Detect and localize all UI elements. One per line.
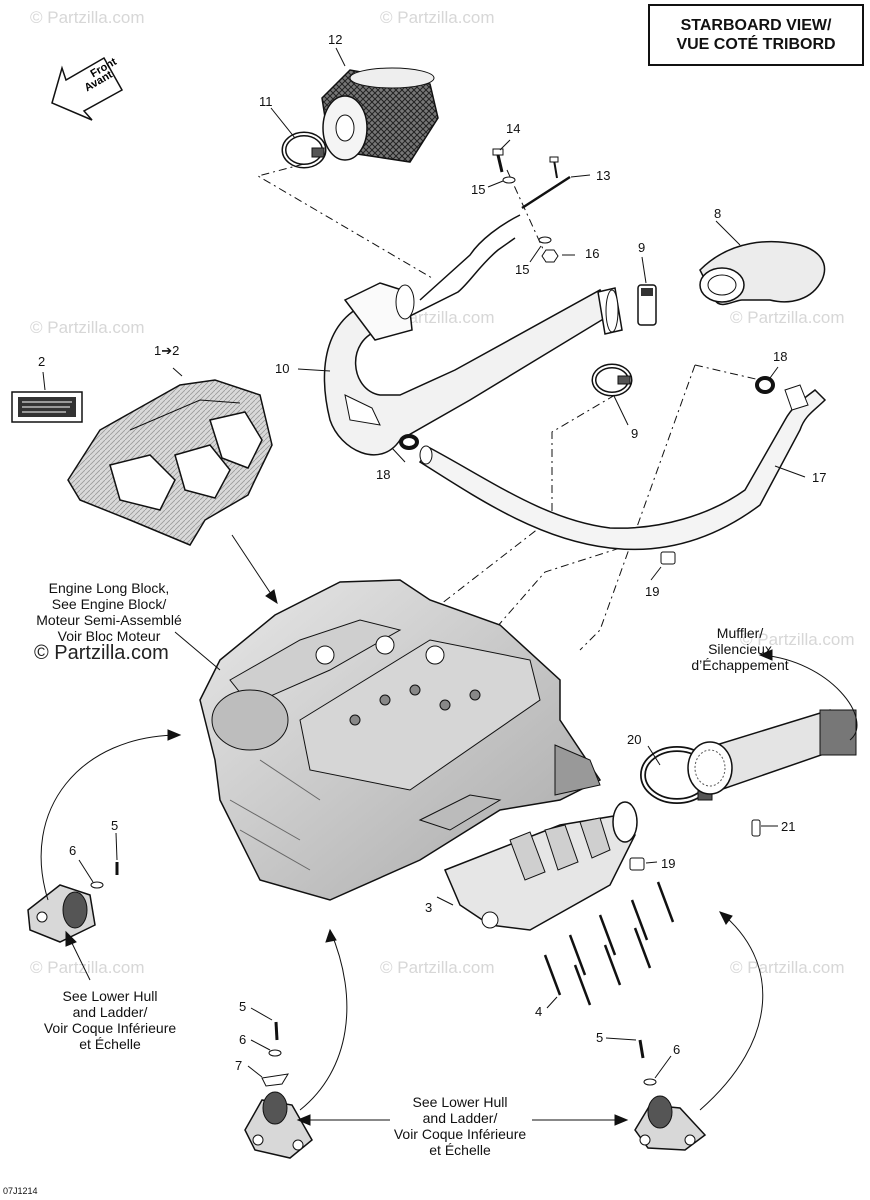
note-line: et Échelle (79, 1036, 141, 1052)
washer (643, 1078, 657, 1086)
assembly-lines (256, 163, 761, 741)
washer (268, 1049, 282, 1057)
muffler (687, 709, 857, 795)
callout-12: 12 (328, 32, 343, 47)
hose-clamp (591, 363, 633, 397)
note-line: See Engine Block/ (51, 596, 167, 612)
note-line: Silencieux (708, 641, 772, 657)
hose-clamp (637, 284, 657, 326)
hose-clamp-small (399, 376, 775, 450)
plug (629, 857, 645, 871)
view-title-fr: VUE COTÉ TRIBORD (676, 36, 836, 53)
callout-10: 10 (275, 361, 290, 376)
callout-18: 18 (773, 349, 788, 364)
drawing-code: 07J1214 (3, 1186, 38, 1196)
callout-19: 19 (661, 856, 676, 871)
watermark: © Partzilla.com (380, 8, 495, 27)
note-line: and Ladder/ (72, 1004, 148, 1020)
watermark: © Partzilla.com (30, 318, 145, 337)
note-line: Voir Coque Inférieure (393, 1126, 527, 1142)
callout-21: 21 (781, 819, 796, 834)
view-title-box: STARBOARD VIEW/ VUE COTÉ TRIBORD (648, 4, 864, 66)
spacer (261, 1073, 289, 1087)
note-line: Engine Long Block, (48, 580, 170, 596)
sleeve (751, 819, 761, 837)
callout-19: 19 (645, 584, 660, 599)
callout-8: 8 (714, 206, 722, 221)
exhaust-manifold (444, 801, 638, 931)
callout-14: 14 (506, 121, 521, 136)
callout-13: 13 (596, 168, 611, 183)
lower-hull-note-bottom: See Lower Hull and Ladder/ Voir Coque In… (370, 1094, 550, 1158)
watermark: © Partzilla.com (730, 308, 845, 327)
plug (660, 551, 676, 565)
reference-arrows (40, 534, 858, 1126)
air-filter (321, 67, 439, 163)
front-arrow-icon: Front Avant (51, 56, 124, 121)
callout-5: 5 (111, 818, 119, 833)
note-line: See Lower Hull (62, 988, 158, 1004)
callout-9: 9 (638, 240, 646, 255)
watermark: © Partzilla.com (380, 958, 495, 977)
watermark: © Partzilla.com (740, 630, 855, 649)
air-filter-clamp (281, 131, 327, 169)
callout-6: 6 (673, 1042, 681, 1057)
callout-17: 17 (812, 470, 827, 485)
exhaust-pipe-assembly (323, 214, 623, 456)
callout-2: 2 (38, 354, 46, 369)
note-line: Voir Coque Inférieure (43, 1020, 177, 1036)
bolt (274, 1021, 279, 1041)
note-line: and Ladder/ (422, 1110, 498, 1126)
bolt (492, 148, 504, 173)
callout-6: 6 (69, 843, 77, 858)
engine-block-note: Engine Long Block, See Engine Block/ Mot… (14, 580, 204, 644)
callout-20: 20 (627, 732, 642, 747)
watermark: © Partzilla.com (730, 958, 845, 977)
watermark: © Partzilla.com (30, 958, 145, 977)
note-line: See Lower Hull (412, 1094, 508, 1110)
callout-15: 15 (515, 262, 530, 277)
callout-5: 5 (239, 999, 247, 1014)
engine-mount (244, 1091, 313, 1159)
note-line: d’Échappement (691, 657, 789, 673)
callout-1-2: 1➔2 (154, 343, 180, 358)
view-title: STARBOARD VIEW/ (680, 17, 832, 34)
lower-hull-note-left: See Lower Hull and Ladder/ Voir Coque In… (20, 988, 200, 1052)
engine-cover (67, 379, 273, 546)
callout-3: 3 (425, 900, 433, 915)
callout-6: 6 (239, 1032, 247, 1047)
callout-16: 16 (585, 246, 600, 261)
washer (502, 176, 516, 184)
callout-7: 7 (235, 1058, 243, 1073)
note-line: Muffler/ (716, 625, 764, 641)
watermark-dark: © Partzilla.com (34, 642, 169, 664)
engine-mount (27, 884, 96, 943)
washer (90, 881, 104, 889)
watermark: © Partzilla.com (30, 8, 145, 27)
note-line: Voir Bloc Moteur (57, 628, 161, 644)
engine-mount (634, 1095, 707, 1151)
support-rod (521, 156, 571, 210)
callout-5: 5 (596, 1030, 604, 1045)
callout-9: 9 (631, 426, 639, 441)
callout-11: 11 (259, 94, 273, 109)
leader-lines (42, 47, 806, 1079)
washer (538, 236, 552, 244)
muffler-note: Muffler/ Silencieux d’Échappement (660, 625, 820, 673)
callout-4: 4 (535, 1004, 543, 1019)
exhaust-hose (418, 384, 827, 551)
callout-15: 15 (471, 182, 486, 197)
exhaust-elbow (699, 240, 826, 306)
warning-decal (11, 391, 83, 423)
callout-18: 18 (376, 467, 391, 482)
note-line: et Échelle (429, 1142, 491, 1158)
engine-long-block (199, 579, 602, 901)
note-line: Moteur Semi-Assemblé (36, 612, 182, 628)
manifold-bolts (543, 881, 675, 1006)
nut (541, 249, 559, 263)
bolt (638, 1039, 645, 1059)
